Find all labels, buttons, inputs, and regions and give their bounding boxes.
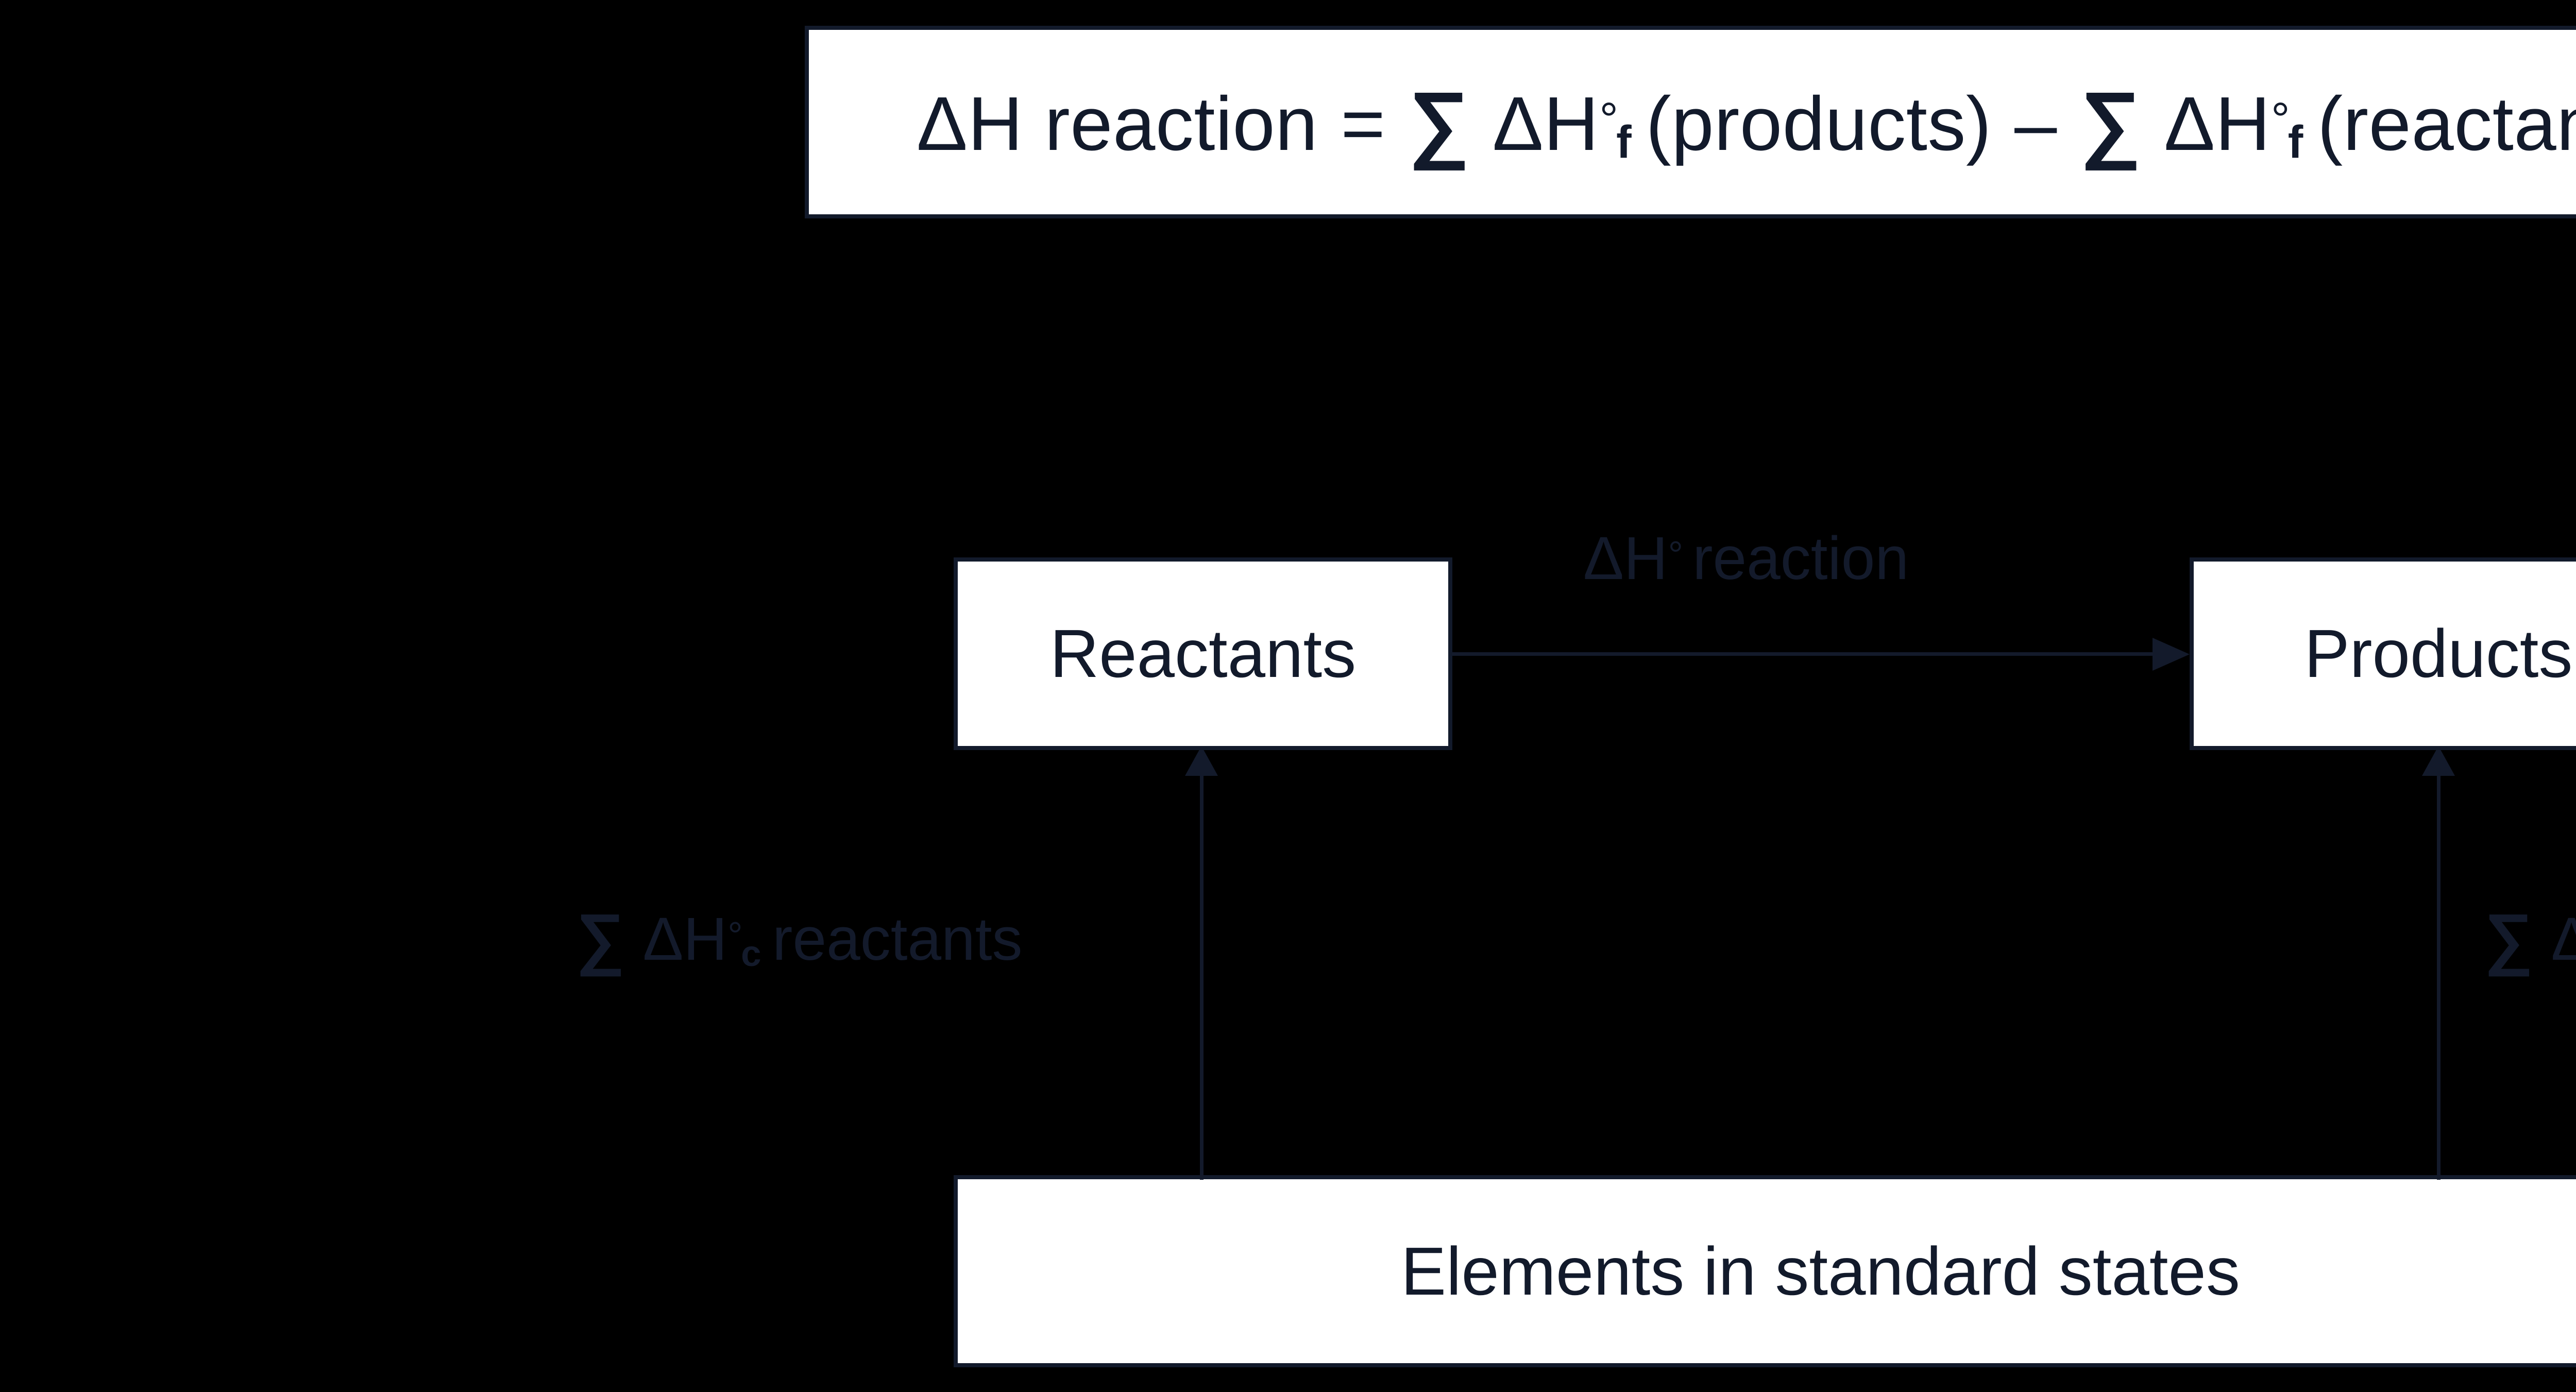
equation-term2-argument: (reactants): [2317, 81, 2576, 166]
equation-term2-base: ΔH: [2164, 81, 2271, 166]
equation-expression: ΔH reaction = ∑ ΔH°f (products) – ∑ ΔH°f…: [917, 74, 2576, 170]
reaction-label-text: reaction: [1692, 524, 1909, 592]
right-arrow-shaft: [2437, 768, 2441, 1180]
left-arrow-label: ∑ ΔH°c reactants: [576, 899, 1023, 976]
reactants-node: Reactants: [954, 557, 1452, 750]
left-label-text: reactants: [772, 905, 1023, 973]
reaction-arrow-shaft: [1452, 652, 2159, 656]
right-arrow-head-icon: [2422, 746, 2455, 776]
equation-lhs: ΔH reaction: [917, 81, 1318, 166]
subscript-f-1: f: [1616, 116, 1632, 167]
products-node: Products: [2190, 557, 2576, 750]
equation-term1-argument: (products): [1646, 81, 1992, 166]
subscript-f-2: f: [2287, 116, 2303, 167]
right-arrow-label: ∑ ΔH°f products: [2484, 903, 2576, 973]
elements-node: Elements in standard states: [954, 1175, 2576, 1367]
equation-equals: =: [1341, 81, 1386, 166]
reactants-label: Reactants: [1049, 616, 1357, 692]
equation-operator: –: [2014, 81, 2057, 166]
left-arrow-shaft: [1200, 768, 1204, 1180]
products-label: Products: [2304, 616, 2573, 692]
summation-symbol-left: ∑: [576, 899, 625, 976]
left-label-base: ΔH: [642, 905, 727, 973]
left-arrow-head-icon: [1185, 746, 1218, 776]
right-label-base: ΔH: [2551, 905, 2576, 973]
degree-symbol-1: °: [1599, 93, 1619, 146]
equation-term1-base: ΔH: [1492, 81, 1599, 166]
summation-symbol-1: ∑: [1408, 74, 1470, 170]
summation-symbol-right: ∑: [2484, 899, 2533, 976]
reaction-arrow-label: ΔH° reaction: [1583, 525, 1909, 592]
equation-banner: ΔH reaction = ∑ ΔH°f (products) – ∑ ΔH°f…: [805, 26, 2576, 218]
degree-symbol-left: °: [727, 914, 743, 957]
reaction-label-base: ΔH: [1583, 524, 1668, 592]
summation-symbol-2: ∑: [2080, 74, 2141, 170]
reaction-arrow-head-icon: [2153, 638, 2190, 671]
elements-label: Elements in standard states: [1401, 1233, 2240, 1309]
degree-symbol-reaction: °: [1668, 534, 1684, 576]
subscript-c: c: [741, 933, 761, 975]
degree-symbol-2: °: [2271, 93, 2291, 146]
